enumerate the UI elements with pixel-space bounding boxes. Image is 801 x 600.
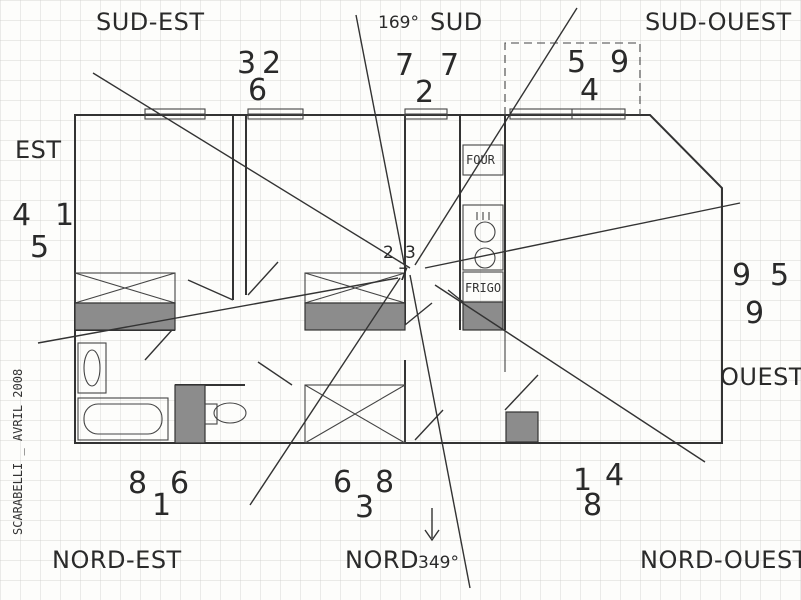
stars-sud-est: 3 2 6 [237, 46, 281, 108]
svg-text:7: 7 [395, 48, 414, 83]
label-est: EST [15, 136, 62, 164]
svg-text:3: 3 [237, 46, 256, 81]
svg-text:9: 9 [610, 45, 629, 80]
bed-left [74, 272, 176, 331]
svg-text:5: 5 [770, 258, 789, 293]
label-sud-ouest: SUD-OUEST [645, 8, 792, 36]
label-four: FOUR [466, 153, 496, 167]
stars-nord: 6 8 3 [333, 465, 394, 525]
label-nord-angle: 349° [418, 553, 459, 573]
svg-text:4: 4 [605, 458, 624, 493]
svg-text:3: 3 [355, 490, 374, 525]
door-swings [144, 261, 539, 441]
svg-text:8: 8 [128, 466, 147, 501]
sector-lines [37, 7, 741, 589]
svg-text:6: 6 [333, 465, 352, 500]
svg-text:1: 1 [573, 463, 592, 498]
stars-centre: 2 3 7 [383, 243, 416, 285]
svg-text:3: 3 [405, 243, 416, 263]
svg-text:1: 1 [152, 488, 171, 523]
bathroom [77, 342, 247, 444]
svg-text:1: 1 [55, 198, 74, 233]
label-nord-ouest: NORD-OUEST [640, 546, 801, 574]
label-sud-angle: 169° [378, 13, 419, 33]
label-nord-est: NORD-EST [52, 546, 182, 574]
label-sud: SUD [430, 8, 483, 36]
bed-middle [304, 272, 406, 331]
svg-text:7: 7 [440, 48, 459, 83]
stars-sud-ouest: 5 9 4 [567, 45, 629, 108]
svg-text:7: 7 [398, 265, 409, 285]
stars-nord-ouest: 1 4 8 [573, 458, 624, 523]
svg-text:4: 4 [580, 73, 599, 108]
svg-text:6: 6 [170, 466, 189, 501]
svg-text:2: 2 [383, 243, 394, 263]
stars-ouest: 9 5 9 [732, 258, 789, 331]
stars-nord-est: 8 6 1 [128, 466, 189, 523]
table-cross [304, 384, 406, 444]
stars-sud: 7 7 2 [395, 48, 459, 110]
svg-text:9: 9 [745, 296, 764, 331]
signature: SCARABELLI _ AVRIL 2008 [11, 369, 25, 535]
svg-text:2: 2 [262, 46, 281, 81]
svg-text:2: 2 [415, 75, 434, 110]
label-ouest: OUEST [720, 363, 801, 391]
svg-text:5: 5 [567, 45, 586, 80]
north-arrow-icon [424, 508, 440, 542]
svg-text:8: 8 [375, 465, 394, 500]
svg-text:8: 8 [583, 488, 602, 523]
label-frigo: FRIGO [465, 281, 501, 295]
label-nord: NORD [345, 546, 419, 574]
svg-text:5: 5 [30, 230, 49, 265]
label-sud-est: SUD-EST [96, 8, 205, 36]
svg-text:6: 6 [248, 73, 267, 108]
svg-text:9: 9 [732, 258, 751, 293]
stars-est: 4 1 5 [12, 198, 74, 265]
svg-text:4: 4 [12, 198, 31, 233]
